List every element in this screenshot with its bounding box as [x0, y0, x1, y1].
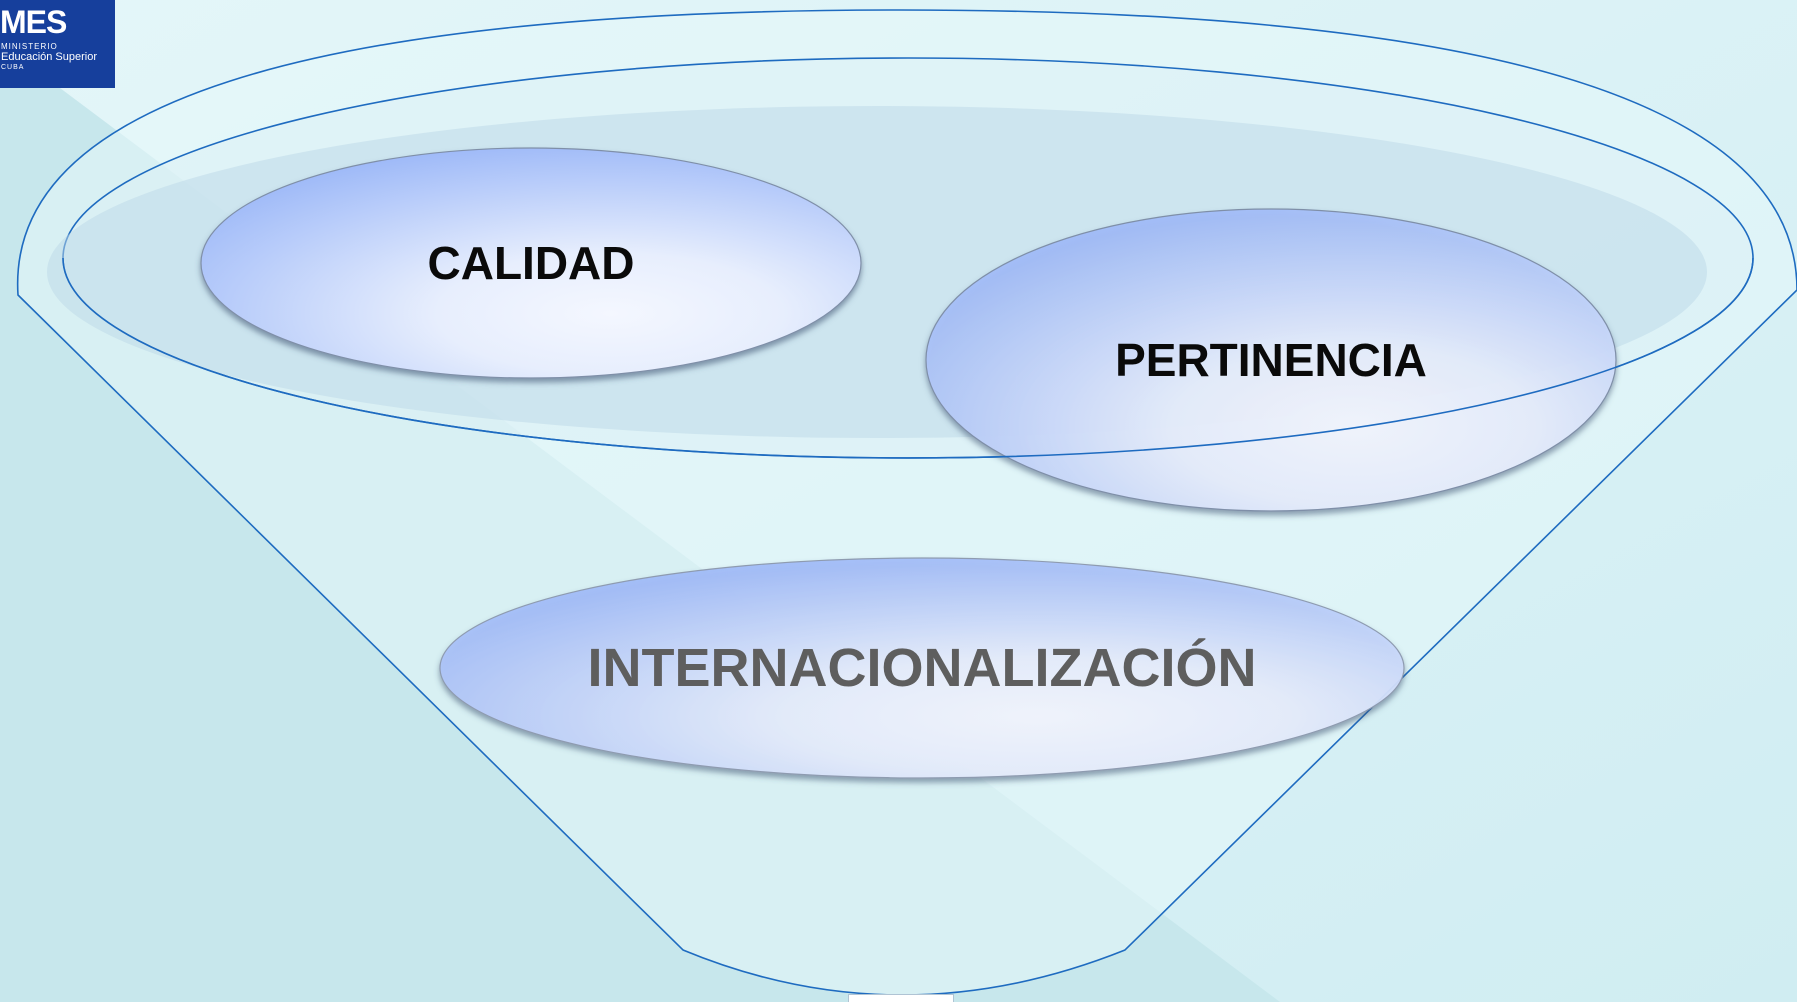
logo-line-educacion: Educación Superior — [1, 51, 98, 63]
logo-mark: MES — [0, 4, 67, 40]
mes-logo: MES MINISTERIO Educación Superior CUBA — [0, 0, 115, 88]
calidad-oval — [200, 147, 862, 379]
bottom-tab — [848, 994, 954, 1002]
logo-line-cuba: CUBA — [1, 64, 25, 71]
pertinencia-label: PERTINENCIA — [1115, 334, 1427, 386]
internacionalizacion-label: INTERNACIONALIZACIÓN — [587, 638, 1257, 698]
calidad-label: CALIDAD — [427, 237, 635, 289]
funnel-rim-front-arc — [62, 257, 1754, 459]
logo-line-ministerio: MINISTERIO — [1, 42, 58, 51]
pertinencia-oval — [925, 208, 1617, 512]
internacionalizacion-oval — [439, 557, 1405, 779]
